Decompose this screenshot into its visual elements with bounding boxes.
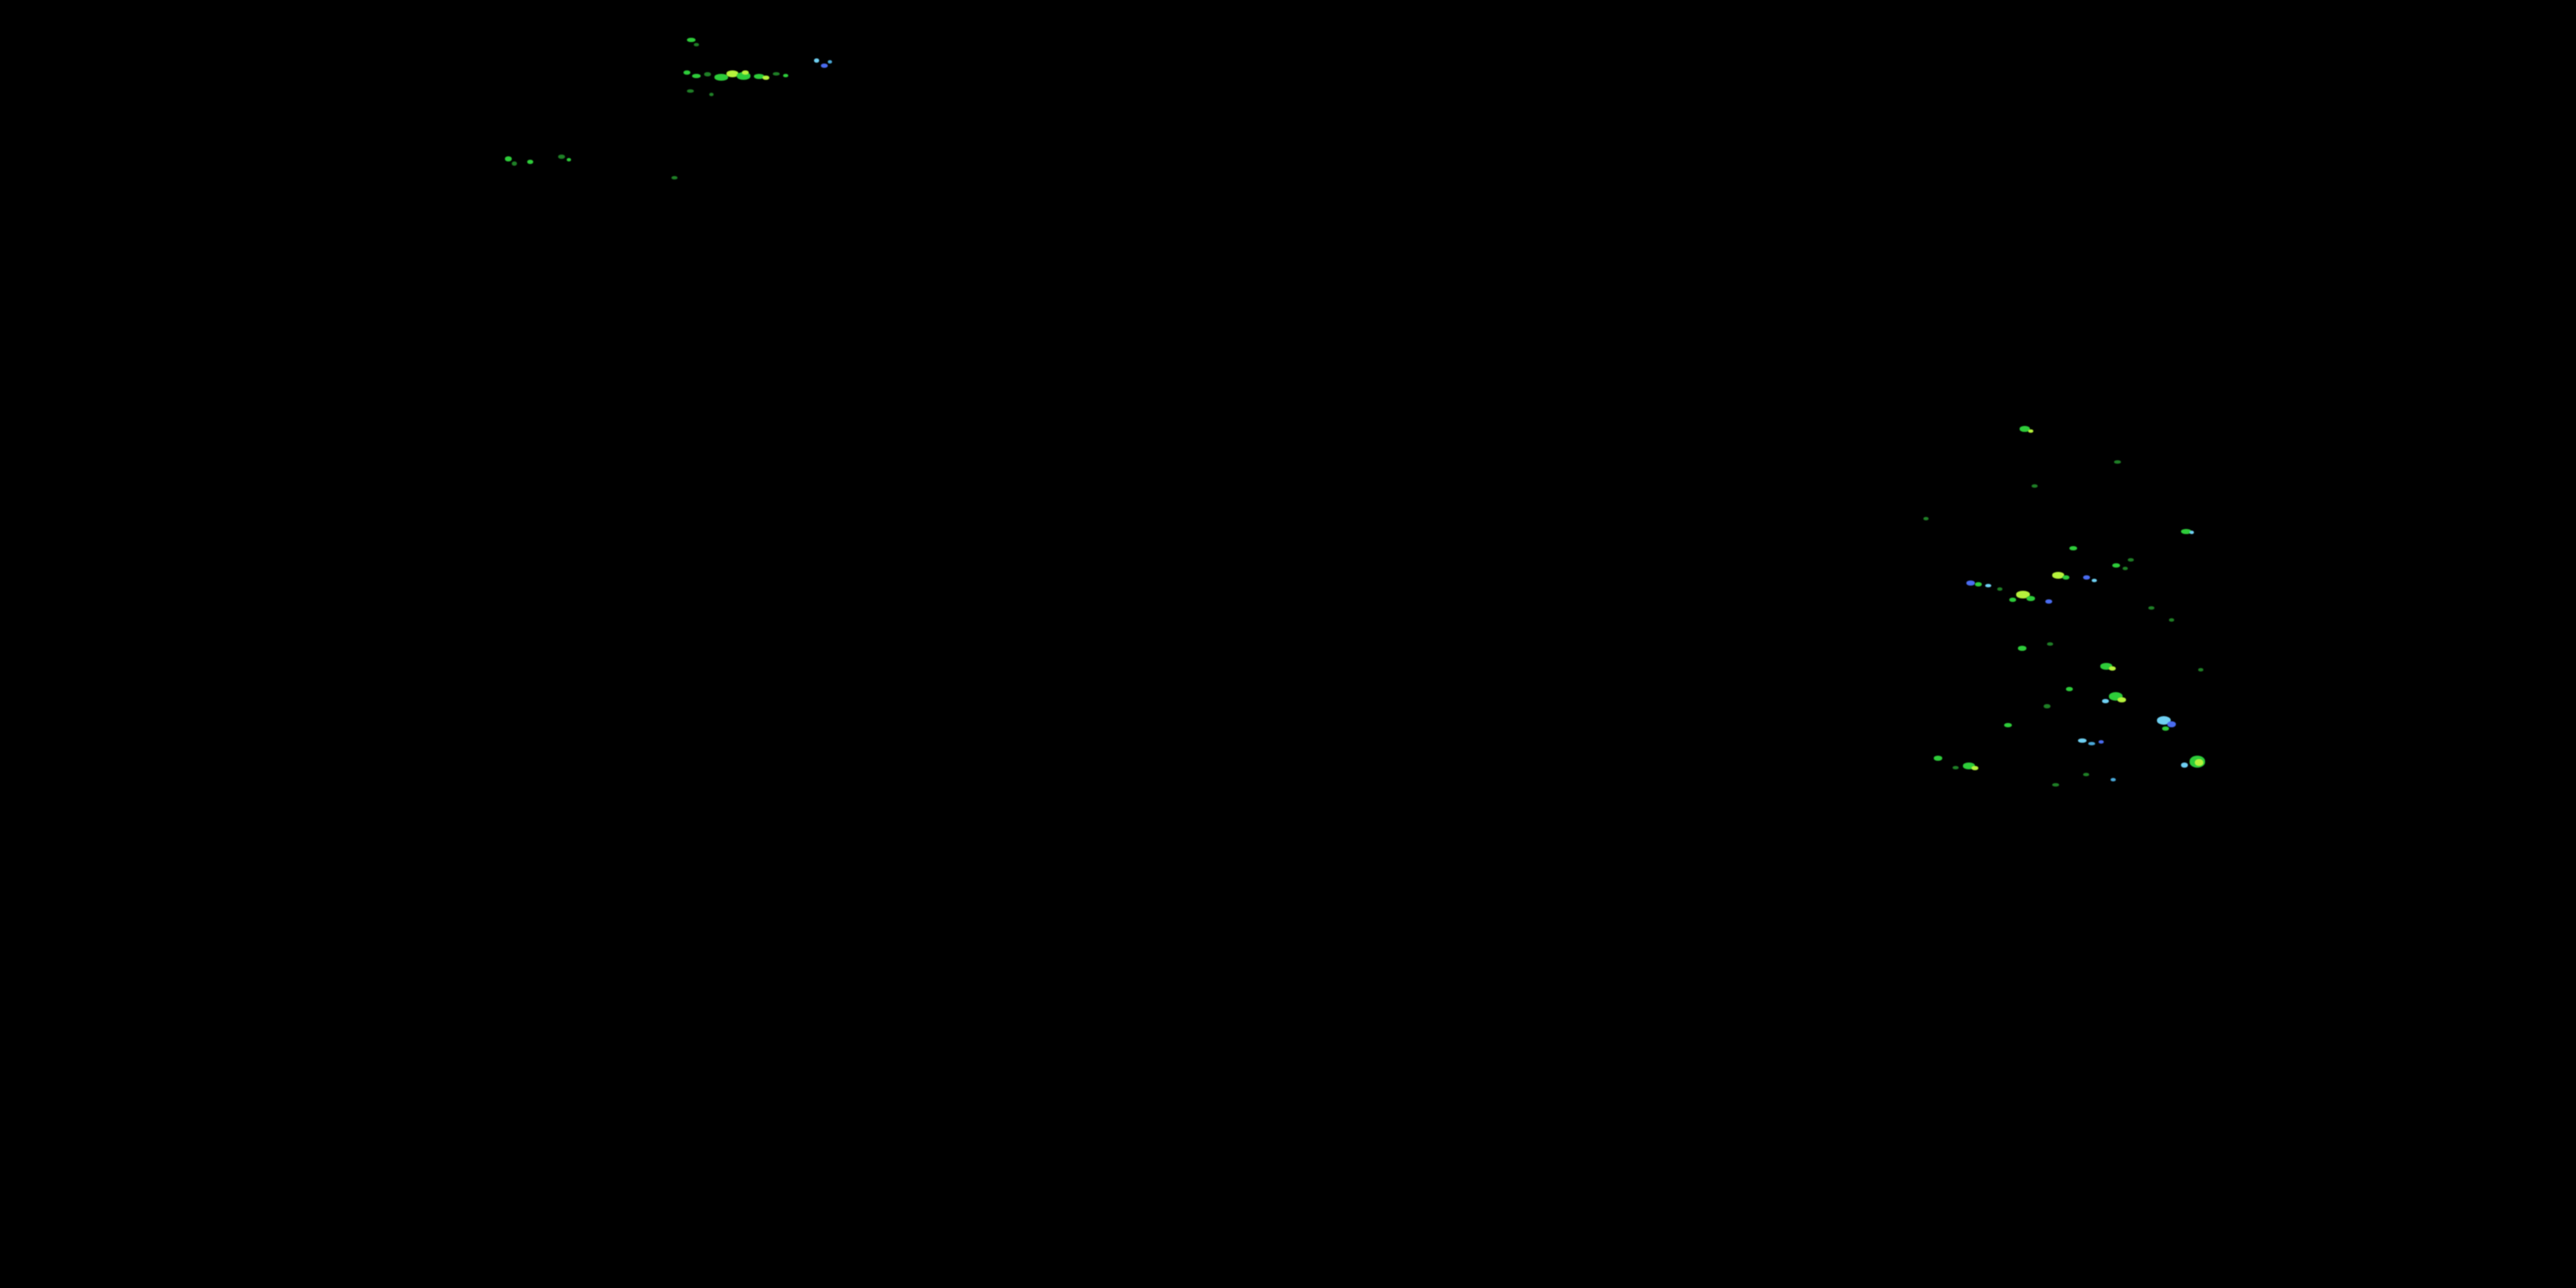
radar-echo: [814, 58, 819, 63]
radar-echo: [2063, 575, 2069, 580]
radar-echo: [2099, 740, 2104, 744]
radar-echo: [709, 93, 714, 96]
radar-echo: [1934, 756, 1942, 761]
radar-echo: [527, 160, 533, 164]
radar-echo: [2167, 721, 2176, 727]
radar-echo: [2162, 726, 2169, 731]
radar-echo: [512, 161, 517, 166]
radar-echo: [2088, 742, 2095, 745]
radar-echo: [2052, 783, 2059, 787]
radar-echo: [558, 155, 565, 159]
radar-echo: [2083, 773, 2089, 776]
radar-echo: [1963, 762, 1975, 769]
radar-echo: [2028, 429, 2033, 433]
radar-echo: [2066, 687, 2073, 691]
radar-echo: [2148, 606, 2154, 610]
radar-echo: [2195, 759, 2203, 766]
radar-echo: [2045, 599, 2052, 604]
radar-echo: [714, 74, 728, 81]
radar-echo: [2004, 723, 2012, 727]
radar-echo: [742, 70, 749, 75]
radar-echo: [2198, 668, 2203, 671]
radar-echo: [692, 74, 701, 78]
radar-echo: [2123, 567, 2128, 570]
radar-echo: [567, 158, 571, 161]
radar-echo: [2092, 579, 2097, 582]
radar-echo: [2112, 563, 2120, 568]
radar-echo: [1923, 517, 1929, 520]
radar-echo: [2181, 529, 2191, 534]
radar-echo: [754, 74, 764, 79]
radar-echo: [2078, 738, 2087, 743]
radar-echo: [2117, 697, 2126, 702]
radar-echo: [828, 60, 832, 64]
radar-echo: [737, 72, 750, 80]
radar-echo: [2026, 596, 2035, 601]
radar-echo: [687, 38, 696, 42]
radar-echo: [2016, 591, 2030, 598]
radar-echo: [2128, 558, 2134, 562]
radar-echo: [2157, 716, 2171, 725]
radar-echo: [2032, 484, 2038, 488]
radar-echo: [2052, 572, 2064, 579]
radar-echo: [2083, 575, 2090, 580]
radar-echo: [821, 64, 828, 68]
radar-echo: [2169, 618, 2174, 622]
radar-echo: [2009, 598, 2016, 602]
radar-echo: [687, 89, 694, 93]
radar-echo: [1966, 580, 1975, 586]
radar-echo: [2100, 663, 2112, 670]
radar-echo: [773, 72, 780, 76]
radar-echo: [783, 74, 788, 77]
radar-echo: [2109, 666, 2116, 671]
radar-echo: [671, 176, 677, 179]
radar-echo: [2111, 778, 2116, 781]
radar-echo: [2114, 460, 2121, 464]
radar-echo: [1953, 766, 1959, 769]
radar-echo: [694, 43, 699, 46]
radar-echo: [704, 72, 711, 76]
radar-echo: [1971, 766, 1978, 770]
radar-echo: [2102, 699, 2109, 703]
radar-echo: [683, 70, 690, 75]
radar-echo: [1997, 587, 2002, 591]
radar-echo: [505, 156, 512, 161]
radar-echo: [1985, 584, 1991, 587]
radar-echo: [2020, 426, 2030, 432]
radar-echo: [2069, 546, 2077, 550]
radar-echo: [2047, 642, 2053, 646]
radar-echo: [726, 70, 738, 77]
radar-echo: [2044, 704, 2050, 708]
radar-echo: [1975, 582, 1982, 586]
radar-echo: [2181, 762, 2188, 768]
radar-echo: [762, 76, 769, 80]
radar-echo: [2109, 692, 2123, 701]
radar-echo: [2018, 646, 2026, 651]
radar-echo: [2190, 531, 2194, 534]
